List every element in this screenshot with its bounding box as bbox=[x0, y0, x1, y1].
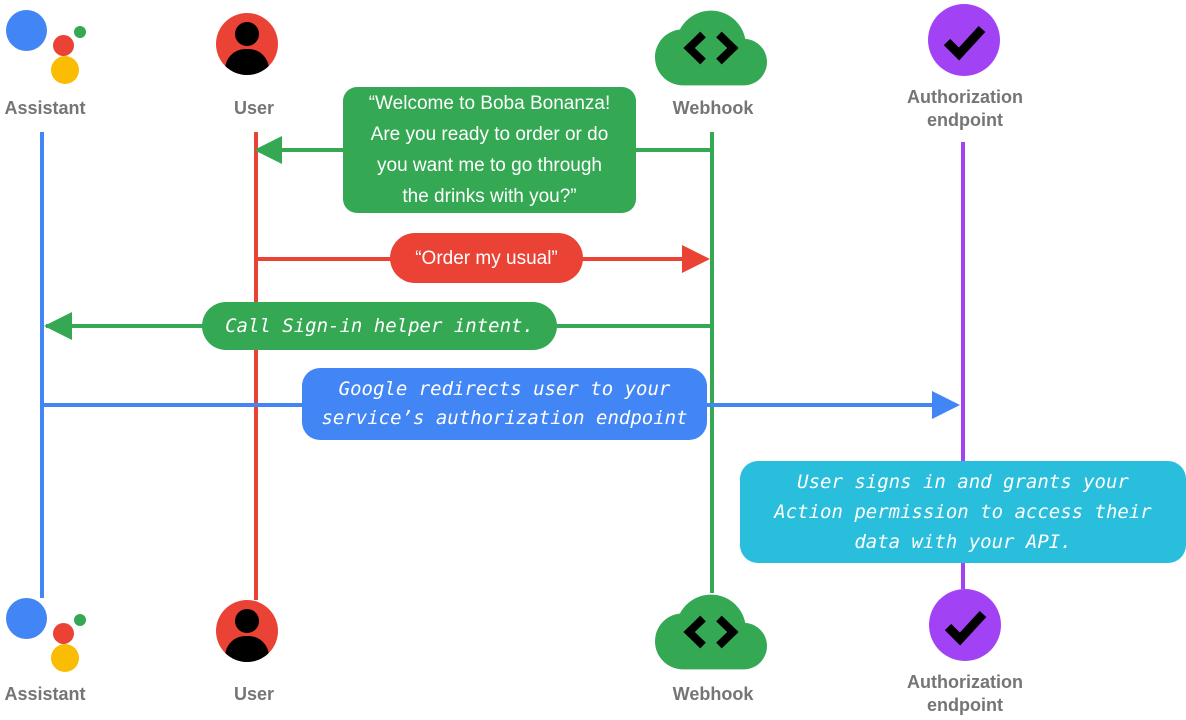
user-head bbox=[235, 609, 259, 633]
assistant-green-dot bbox=[74, 26, 86, 38]
assistant-yellow-dot bbox=[51, 644, 79, 672]
user-head bbox=[235, 22, 259, 46]
actor-label-assistant-top: Assistant bbox=[4, 98, 86, 118]
arrowhead-right-icon bbox=[932, 391, 960, 419]
assistant-yellow-dot bbox=[51, 56, 79, 84]
webhook-cloud-icon bbox=[655, 594, 767, 670]
user-icon bbox=[216, 13, 278, 75]
code-brackets-icon bbox=[683, 31, 706, 65]
assistant-red-dot bbox=[53, 623, 74, 644]
actor-label-assistant-bottom: Assistant bbox=[4, 684, 86, 704]
actor-label-authorization-endpoint-top: Authorization endpoint bbox=[907, 87, 1023, 130]
note-bubble-user-signs-in: User signs in and grants your Action per… bbox=[740, 461, 1186, 563]
google-assistant-icon bbox=[6, 8, 86, 90]
user-shoulders bbox=[225, 49, 269, 75]
message-bubble-order: “Order my usual” bbox=[390, 233, 583, 283]
user-shoulders bbox=[225, 636, 269, 662]
code-brackets-icon bbox=[683, 615, 706, 649]
check-circle-icon bbox=[928, 4, 1000, 76]
actor-label-webhook-top: Webhook bbox=[672, 98, 754, 118]
checkmark-icon bbox=[944, 610, 987, 646]
message-bubble-welcome: “Welcome to Boba Bonanza! Are you ready … bbox=[343, 87, 636, 213]
lifeline-webhook bbox=[710, 132, 714, 593]
message-bubble-redirect: Google redirects user to your service’s … bbox=[302, 368, 707, 440]
google-assistant-icon bbox=[6, 596, 86, 678]
lifeline-user bbox=[254, 132, 258, 600]
arrowhead-right-icon bbox=[682, 245, 710, 273]
assistant-blue-dot bbox=[6, 598, 47, 639]
actor-label-user-bottom: User bbox=[233, 684, 275, 704]
checkmark-icon bbox=[943, 25, 986, 61]
actor-label-authorization-endpoint-bottom: Authorization endpoint bbox=[907, 672, 1023, 715]
assistant-green-dot bbox=[74, 614, 86, 626]
user-icon bbox=[216, 600, 278, 662]
arrowhead-left-icon bbox=[44, 312, 72, 340]
actor-label-user-top: User bbox=[233, 98, 275, 118]
assistant-red-dot bbox=[53, 35, 74, 56]
message-bubble-signin-helper: Call Sign-in helper intent. bbox=[202, 302, 557, 350]
actor-label-webhook-bottom: Webhook bbox=[672, 684, 754, 704]
webhook-cloud-icon bbox=[655, 10, 767, 86]
lifeline-assistant bbox=[40, 132, 44, 598]
lifeline-authorization-endpoint bbox=[961, 142, 965, 589]
arrowhead-left-icon bbox=[254, 136, 282, 164]
check-circle-icon bbox=[929, 589, 1001, 661]
assistant-blue-dot bbox=[6, 10, 47, 51]
